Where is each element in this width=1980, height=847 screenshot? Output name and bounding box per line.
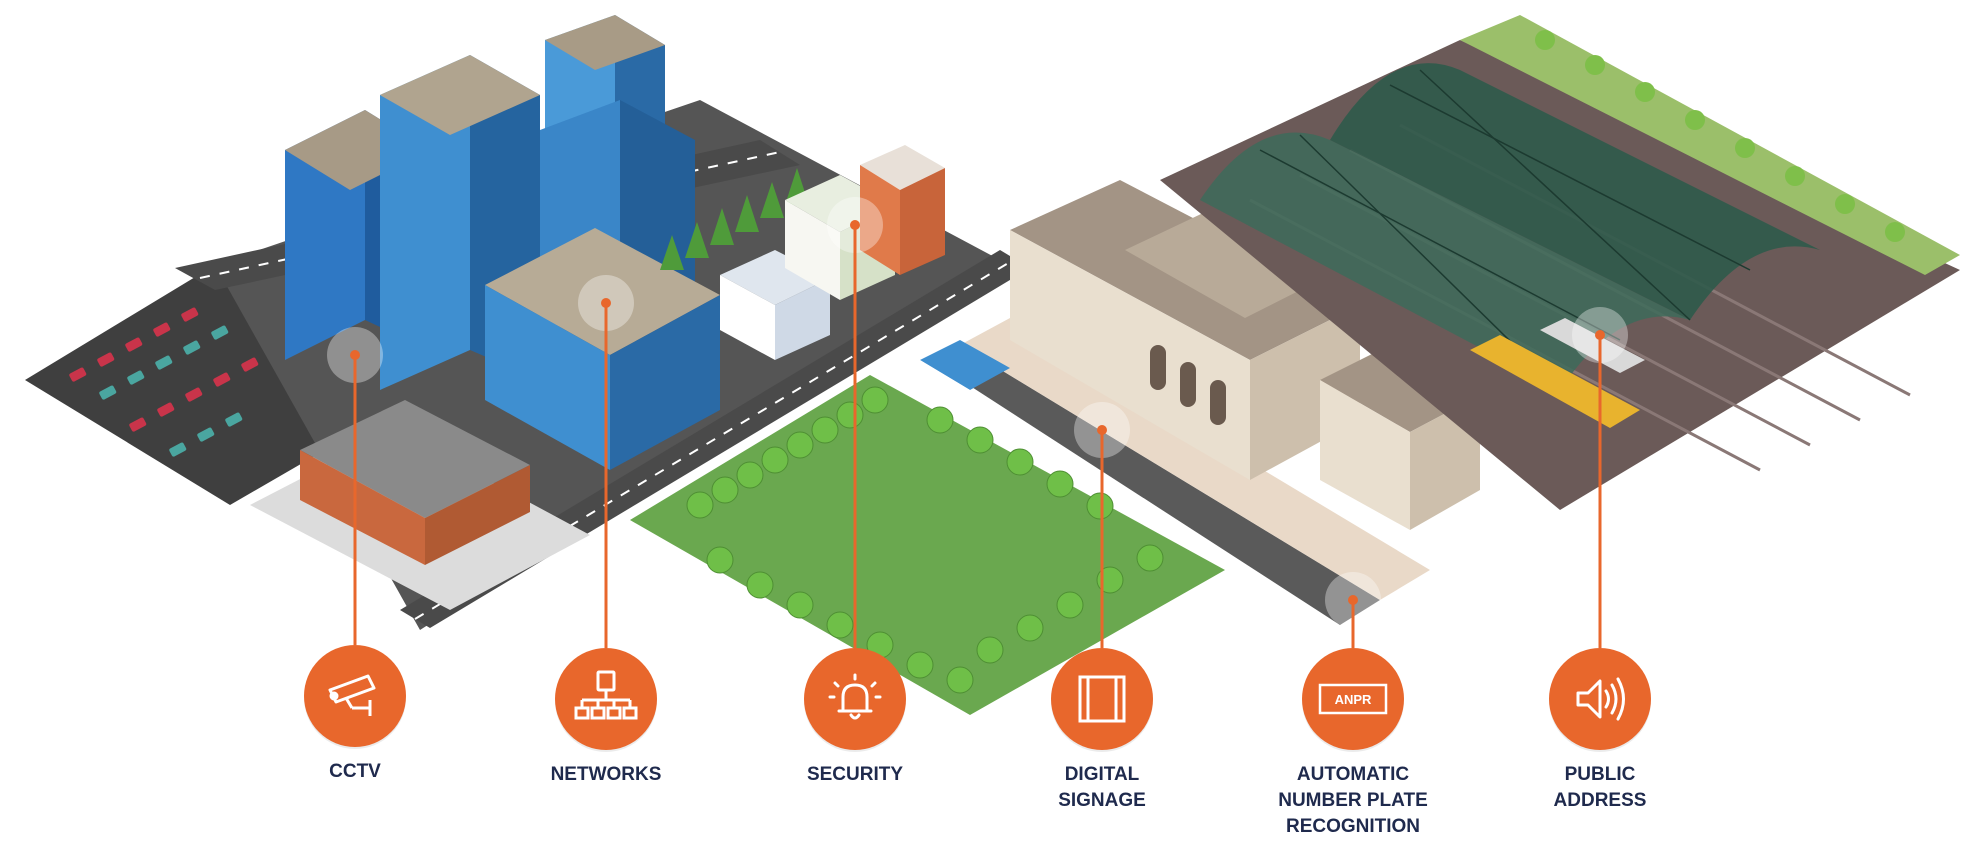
station-pavement xyxy=(960,318,1430,600)
parked-cars xyxy=(69,307,259,457)
feature-networks: NETWORKS xyxy=(486,648,726,788)
digital-signage-icon xyxy=(1051,648,1153,750)
cctv-camera-icon xyxy=(304,645,406,747)
feature-digital-signage: DIGITAL SIGNAGE xyxy=(982,648,1222,814)
speaker-icon xyxy=(1549,648,1651,750)
feature-label: DIGITAL SIGNAGE xyxy=(1058,764,1146,811)
feature-label: AUTOMATIC NUMBER PLATE RECOGNITION xyxy=(1278,764,1428,837)
rail-grass xyxy=(1460,15,1960,275)
glass-office xyxy=(485,228,720,470)
brick-building xyxy=(250,400,590,610)
road-markings-2 xyxy=(414,258,1016,620)
anpr-icon-text: ANPR xyxy=(1335,692,1372,707)
trains xyxy=(1470,318,1645,428)
station-road xyxy=(930,345,1380,625)
feature-label: CCTV xyxy=(329,761,381,782)
small-buildings xyxy=(720,145,945,360)
rail-trees xyxy=(1535,30,1905,242)
network-icon xyxy=(555,648,657,750)
connector-lines xyxy=(353,225,1602,648)
park-trees xyxy=(686,386,1164,694)
alarm-bell-icon xyxy=(804,648,906,750)
connector-dots xyxy=(350,220,1605,605)
feature-security: SECURITY xyxy=(735,648,975,788)
bus xyxy=(920,340,1010,410)
feature-label: SECURITY xyxy=(806,764,904,785)
feature-anpr: ANPR AUTOMATIC NUMBER PLATE RECOGNITION xyxy=(1233,648,1473,840)
anpr-plate-icon: ANPR xyxy=(1302,648,1404,750)
feature-cctv: CCTV xyxy=(235,645,475,785)
feature-public-address: PUBLIC ADDRESS xyxy=(1480,648,1720,814)
feature-label: NETWORKS xyxy=(550,764,662,785)
feature-label: PUBLIC ADDRESS xyxy=(1553,764,1647,811)
station-building xyxy=(1010,180,1480,530)
